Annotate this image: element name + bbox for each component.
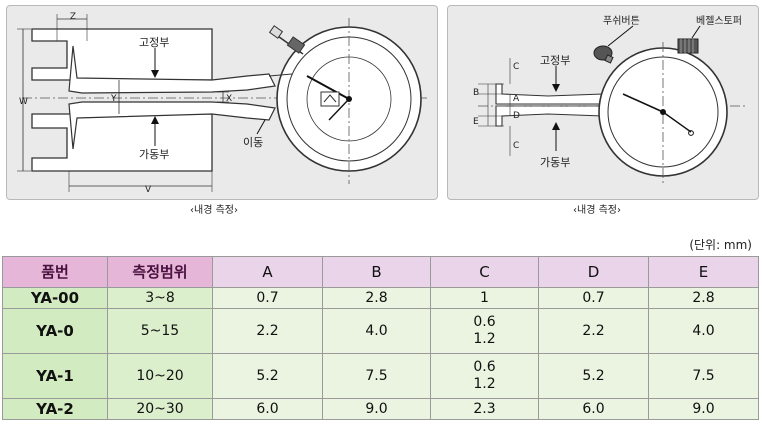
cell-model: YA-0 bbox=[2, 308, 108, 354]
label-e: E bbox=[473, 117, 479, 127]
cell-e: 2.8 bbox=[648, 287, 759, 309]
cell-d: 0.7 bbox=[538, 287, 649, 309]
cell-c-value: 1.2 bbox=[473, 376, 496, 392]
cell-a: 0.7 bbox=[212, 287, 323, 309]
cell-range: 5~15 bbox=[107, 308, 213, 354]
header-e: E bbox=[648, 256, 759, 288]
label-y: Y bbox=[110, 94, 117, 104]
cell-range: 10~20 bbox=[107, 353, 213, 399]
label-a: A bbox=[513, 94, 520, 104]
label-c-bottom: C bbox=[513, 141, 519, 151]
header-c: C bbox=[430, 256, 539, 288]
cell-c: 2.3 bbox=[430, 398, 539, 420]
cell-a: 5.2 bbox=[212, 353, 323, 399]
cell-e: 4.0 bbox=[648, 308, 759, 354]
label-v: V bbox=[145, 185, 152, 195]
label-z: Z bbox=[70, 12, 76, 22]
header-d: D bbox=[538, 256, 649, 288]
label-fixed-part: 고정부 bbox=[139, 36, 169, 49]
cell-a: 2.2 bbox=[212, 308, 323, 354]
cell-c-value: 1 bbox=[480, 289, 489, 306]
table-row: YA-2 20~30 6.0 9.0 2.3 6.0 9.0 bbox=[2, 398, 759, 420]
label-x: X bbox=[226, 94, 232, 104]
label-bezel-stopper: 베젤스토퍼 bbox=[696, 15, 742, 27]
label-push-button: 푸쉬버튼 bbox=[603, 15, 640, 27]
cell-c-value: 0.6 bbox=[473, 314, 496, 330]
spec-table: 품번 측정범위 A B C D E YA-00 3~8 0.7 2.8 1 0.… bbox=[2, 256, 759, 420]
cell-c-value: 0.6 bbox=[473, 359, 496, 375]
cell-d: 5.2 bbox=[538, 353, 649, 399]
cell-c: 1 bbox=[430, 287, 539, 309]
cell-b: 4.0 bbox=[322, 308, 431, 354]
diagram-panel-left: Z W Y X V 고정부 가동부 이동 bbox=[6, 5, 438, 200]
cell-range: 20~30 bbox=[107, 398, 213, 420]
table-header-row: 품번 측정범위 A B C D E bbox=[2, 256, 759, 288]
inner-measurement-diagram-left: Z W Y X V 고정부 가동부 이동 bbox=[17, 12, 427, 195]
inner-measurement-diagram-right: 푸쉬버튼 베젤스토퍼 고정부 가동부 C C B A E D bbox=[473, 15, 748, 186]
label-fixed-part: 고정부 bbox=[540, 54, 570, 67]
cell-e: 7.5 bbox=[648, 353, 759, 399]
cell-e: 9.0 bbox=[648, 398, 759, 420]
diagram-panel-right: 푸쉬버튼 베젤스토퍼 고정부 가동부 C C B A E D bbox=[447, 5, 759, 200]
cell-b: 7.5 bbox=[322, 353, 431, 399]
cell-d: 2.2 bbox=[538, 308, 649, 354]
label-movable-part: 가동부 bbox=[540, 156, 570, 169]
label-w: W bbox=[19, 97, 28, 107]
cell-c-value: 2.3 bbox=[473, 400, 496, 417]
label-d: D bbox=[513, 111, 520, 121]
cell-a: 6.0 bbox=[212, 398, 323, 420]
cell-range: 3~8 bbox=[107, 287, 213, 309]
label-movable-part: 가동부 bbox=[139, 148, 169, 161]
cell-c-value: 1.2 bbox=[473, 331, 496, 347]
cell-b: 2.8 bbox=[322, 287, 431, 309]
label-c-top: C bbox=[513, 62, 519, 72]
caption-left: ‹내경 측정› bbox=[190, 205, 238, 216]
header-model: 품번 bbox=[2, 256, 108, 288]
table-row: YA-00 3~8 0.7 2.8 1 0.7 2.8 bbox=[2, 287, 759, 309]
unit-note: (단위: mm) bbox=[689, 238, 752, 252]
cell-model: YA-00 bbox=[2, 287, 108, 309]
cell-b: 9.0 bbox=[322, 398, 431, 420]
label-moving: 이동 bbox=[243, 136, 263, 149]
header-range: 측정범위 bbox=[107, 256, 213, 288]
cell-model: YA-2 bbox=[2, 398, 108, 420]
header-a: A bbox=[212, 256, 323, 288]
header-b: B bbox=[322, 256, 431, 288]
caption-right: ‹내경 측정› bbox=[573, 205, 621, 216]
cell-d: 6.0 bbox=[538, 398, 649, 420]
cell-model: YA-1 bbox=[2, 353, 108, 399]
label-b: B bbox=[473, 88, 479, 98]
